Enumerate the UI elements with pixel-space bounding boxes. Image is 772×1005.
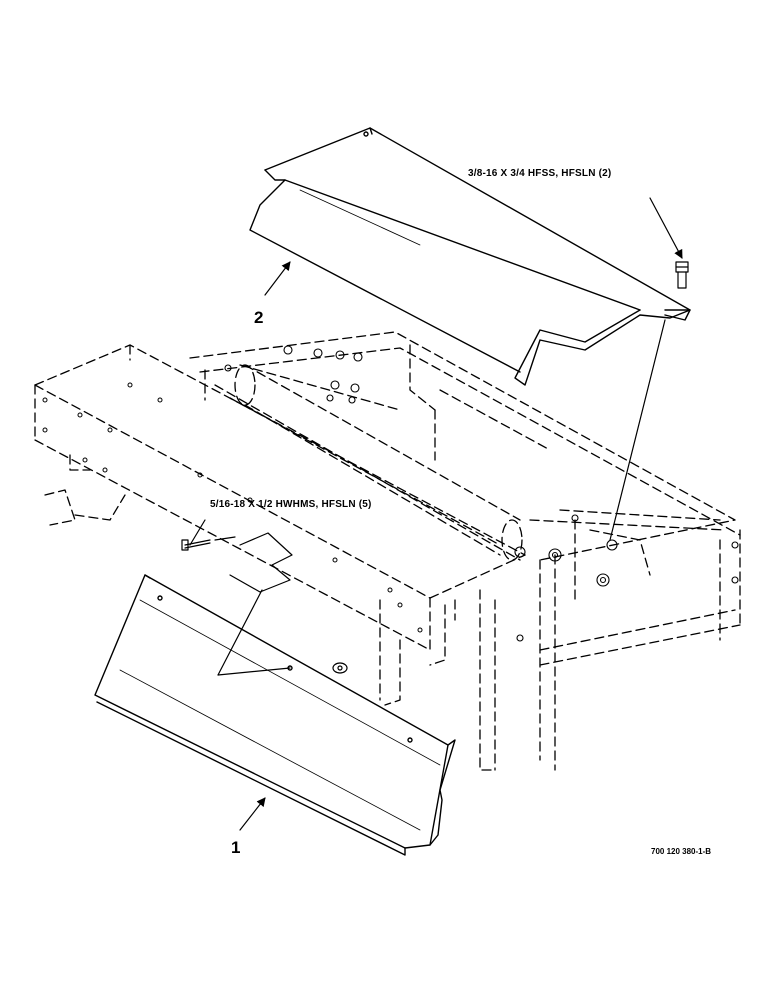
nut-hardware-lower	[332, 662, 348, 674]
callout-part-1: 1	[231, 838, 241, 857]
callout-part-2: 2	[254, 308, 264, 327]
fastener-label-top: 3/8-16 X 3/4 HFSS, HFSLN (2)	[468, 168, 612, 179]
break-line	[229, 532, 293, 593]
leader-lines	[189, 197, 683, 831]
fastener-label-middle: 5/16-18 X 1/2 HWHMS, HFSLN (5)	[210, 499, 372, 510]
upper-housing-holes	[42, 382, 423, 633]
frame-bolt-holes	[224, 345, 739, 642]
upper-housing	[34, 344, 526, 666]
frame-structure	[189, 331, 741, 771]
part-1-lower-shield	[94, 574, 456, 856]
drawing-number: 700 120 380-1-B	[651, 847, 712, 856]
part-2-upper-shield	[249, 127, 691, 386]
bolt-hardware-middle	[181, 536, 236, 551]
roller-tube	[234, 364, 523, 561]
bolt-hardware-top	[675, 261, 689, 289]
